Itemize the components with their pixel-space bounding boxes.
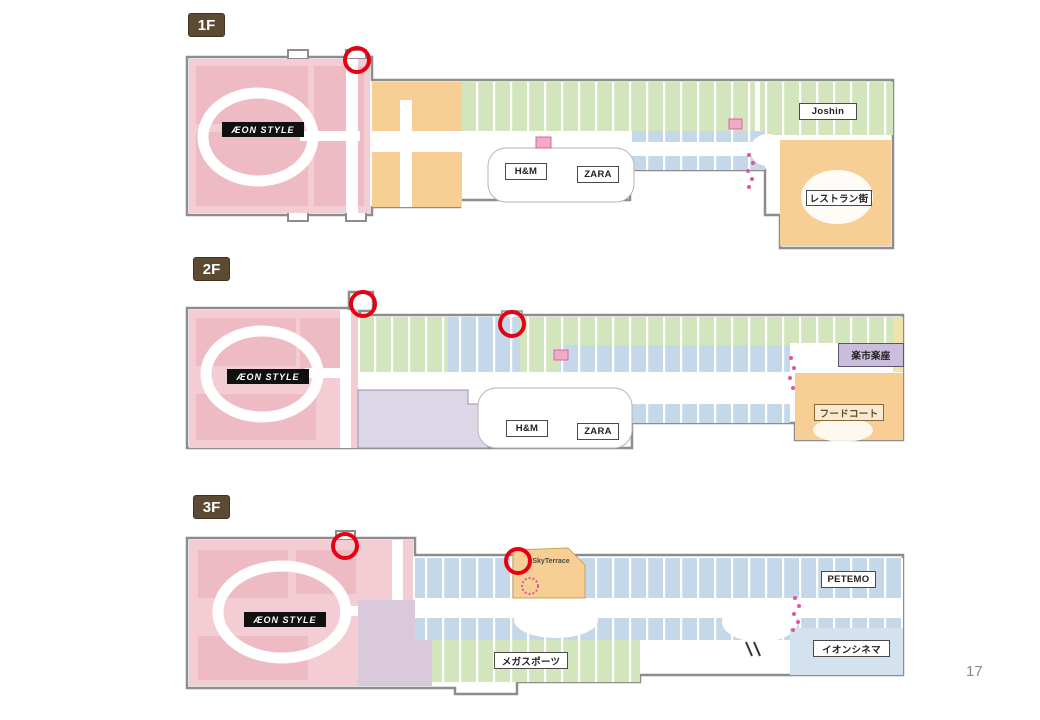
store-label-aeon-style: ÆON STYLE [227,369,309,384]
floor-1-badge: 1F [188,13,225,37]
store-label-petemo: PETEMO [821,571,876,588]
decoration-dots [746,153,755,189]
restroom-icon [553,349,569,361]
decoration-dots [791,596,801,632]
plaza [722,602,798,642]
corridor [400,100,412,207]
plaza [514,602,598,638]
store-label-aeon-style: ÆON STYLE [244,612,326,627]
store-label-joshin: Joshin [799,103,857,120]
floor-2-badge: 2F [193,257,230,281]
shops-band-blue [448,317,520,372]
entrance-notch [287,49,309,60]
shops-band-green [790,317,893,343]
stairs-zone [357,389,489,449]
corridor [372,131,632,152]
entrance-notch [345,49,367,60]
page-number: 17 [966,663,983,680]
restroom-icon [728,118,743,130]
store-label-rakuichi-rakuza: 楽市楽座 [838,343,904,367]
store-label-sky-terrace: SkyTerrace [532,558,570,565]
restroom-icon [535,136,552,149]
floor-1-plan [185,49,895,250]
corridor [305,368,345,378]
entrance-notch [335,530,356,541]
store-label-restaurant-street: レストラン街 [806,190,872,206]
store-label-zara: ZARA [577,166,619,183]
entrance-notch [347,290,375,313]
entrance-notch [287,211,309,222]
corridor [415,598,903,618]
store-label-mega-sports: メガスポーツ [494,652,568,669]
store-label-food-court: フードコート [814,404,884,421]
floor-2-plan [185,290,905,450]
store-label-zara: ZARA [577,423,619,440]
corridor [750,134,786,166]
corridor [618,142,778,156]
decoration-dots [788,356,796,390]
section-break-marks [745,641,761,657]
store-label-hm: H&M [505,163,547,180]
store-label-aeon-style: ÆON STYLE [222,122,304,137]
floor-3-badge: 3F [193,495,230,519]
floor-3-plan [185,530,905,696]
corridor [392,540,403,600]
decoration-swirl [521,577,539,595]
shops-band-green [462,82,755,131]
corridor [340,310,351,448]
store-label-aeon-cinema: イオンシネマ [813,640,890,657]
corridor [300,131,360,141]
plaza [813,418,873,442]
store-label-hm: H&M [506,420,548,437]
plaza [487,147,635,203]
entrance-notch [345,211,367,222]
